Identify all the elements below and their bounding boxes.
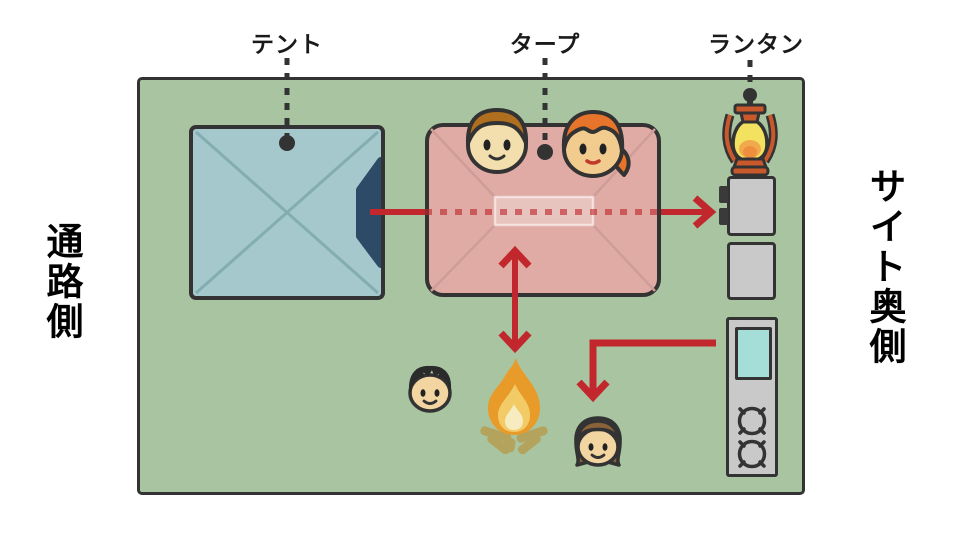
callout-tent-label: テント — [251, 31, 323, 57]
callout-lantern-label: ランタン — [708, 31, 804, 57]
side-label-path-side: 通路側 — [41, 222, 82, 342]
tent — [189, 125, 385, 300]
cooler-latch — [719, 208, 728, 225]
girl-face-icon — [561, 110, 631, 178]
stove-burner-icon — [737, 406, 767, 436]
lantern-icon — [722, 88, 778, 177]
cooler-box-icon — [727, 176, 776, 236]
sink-icon — [735, 327, 772, 380]
boy-face-icon — [465, 108, 529, 174]
stove-burner-icon — [737, 439, 767, 469]
campfire-icon — [480, 358, 548, 454]
side-label-site-rear: サイト奥側 — [864, 167, 905, 367]
woman-face-icon — [574, 416, 622, 467]
storage-box-icon — [727, 242, 776, 300]
tarp-table — [493, 195, 595, 227]
tent-graphic — [195, 130, 381, 295]
campfire-logs — [480, 426, 548, 454]
tent-door — [356, 157, 381, 268]
callout-tarp-label: タープ — [509, 31, 581, 57]
man-face-icon — [408, 365, 452, 413]
cooler-latch — [719, 186, 728, 203]
